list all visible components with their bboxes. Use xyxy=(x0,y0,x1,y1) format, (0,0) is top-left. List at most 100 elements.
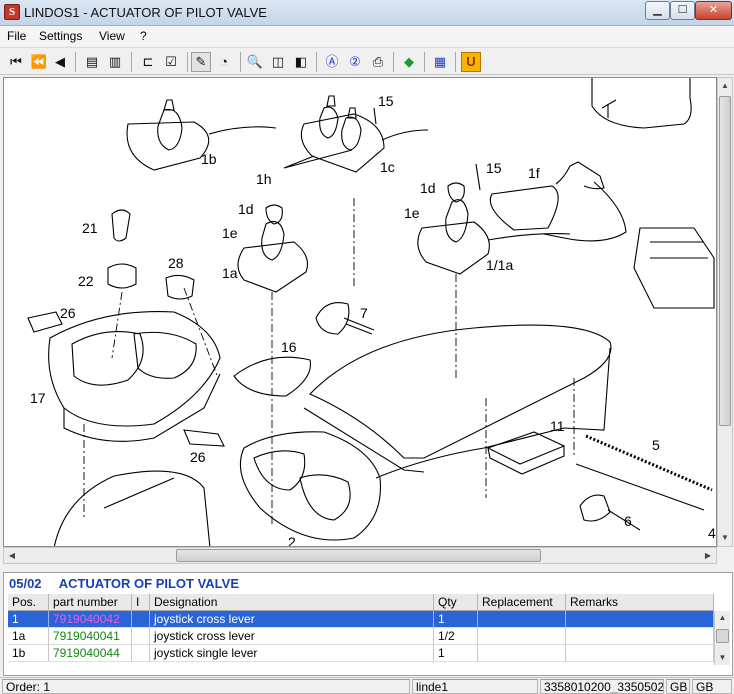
u-button[interactable]: U xyxy=(461,52,481,72)
callout-1b[interactable]: 1b xyxy=(201,151,217,167)
column-header-qty[interactable]: Qty xyxy=(434,594,478,611)
status-language-2: GB xyxy=(692,679,732,694)
callout-7[interactable]: 7 xyxy=(360,305,368,321)
cell-pos: 1 xyxy=(8,611,49,628)
minimize-button[interactable]: ▁ xyxy=(645,1,670,20)
callout-15b[interactable]: 15 xyxy=(486,160,502,176)
callout-11[interactable]: 11 xyxy=(550,418,565,434)
callout-4[interactable]: 4 xyxy=(708,525,716,541)
callout-1a[interactable]: 1a xyxy=(222,265,238,281)
callout-26-top[interactable]: 26 xyxy=(60,305,76,321)
checklist-button[interactable]: ☑ xyxy=(161,52,181,72)
column-header-replacement[interactable]: Replacement xyxy=(478,594,566,611)
exploded-drawing[interactable]: 15 1b 1c 1h 15 1f 1d 1d 1e 1e 21 1a 1/1a… xyxy=(3,77,717,547)
scroll-down-icon[interactable]: ▼ xyxy=(721,533,729,542)
pie-icon: ◔ xyxy=(220,54,228,69)
callout-26-bottom[interactable]: 26 xyxy=(190,449,206,465)
drawing-vertical-scrollbar[interactable]: ▲ ▼ xyxy=(717,77,733,547)
column-header-part-number[interactable]: part number xyxy=(49,594,132,611)
window-title: LINDOS1 - ACTUATOR OF PILOT VALVE xyxy=(24,5,267,20)
circle-2-button[interactable]: ② xyxy=(345,52,365,72)
callout-5[interactable]: 5 xyxy=(652,437,660,453)
toolbar-separator xyxy=(455,52,456,72)
scroll-right-icon[interactable]: ▶ xyxy=(704,551,712,560)
back-button[interactable]: ◀ xyxy=(50,52,70,72)
marker-button[interactable]: ✎ xyxy=(191,52,211,72)
title-bar[interactable]: S LINDOS1 - ACTUATOR OF PILOT VALVE ▁ ☐ … xyxy=(0,0,734,26)
menu-bar: File Settings View ? xyxy=(0,26,734,46)
zoom-button[interactable]: 🔍 xyxy=(245,52,265,72)
cell-remarks xyxy=(566,611,714,628)
toolbar-separator xyxy=(240,52,241,72)
full-page-button[interactable]: ◧ xyxy=(291,52,311,72)
toolbar-separator xyxy=(187,52,188,72)
callout-1d-right[interactable]: 1d xyxy=(420,180,436,196)
callout-2[interactable]: 2 xyxy=(288,534,296,547)
callout-1h[interactable]: 1h xyxy=(256,171,272,187)
maximize-icon: ☐ xyxy=(677,4,688,16)
callout-16[interactable]: 16 xyxy=(281,339,297,355)
app-logo-icon[interactable]: S xyxy=(4,4,20,20)
table-scroll-down-icon[interactable]: ▼ xyxy=(718,653,727,662)
cell-part-number[interactable]: 7919040044 xyxy=(49,645,132,662)
scroll-up-icon[interactable]: ▲ xyxy=(721,81,729,90)
callout-1d-left[interactable]: 1d xyxy=(238,201,254,217)
callout-1f[interactable]: 1f xyxy=(528,165,540,181)
circle-a-button[interactable]: Ⓐ xyxy=(322,52,342,72)
column-header-designation[interactable]: Designation xyxy=(150,594,434,611)
table-scroll-up-icon[interactable]: ▲ xyxy=(718,613,727,622)
cart-icon: ⊏ xyxy=(142,54,154,69)
checklist-icon: ☑ xyxy=(165,54,177,69)
table-vertical-scrollbar[interactable]: ▲ ▼ xyxy=(714,611,730,665)
book-button[interactable]: ◆ xyxy=(399,52,419,72)
callout-22[interactable]: 22 xyxy=(78,273,94,289)
cell-pos: 1a xyxy=(8,628,49,645)
callout-1-1a[interactable]: 1/1a xyxy=(486,257,513,273)
cell-qty: 1 xyxy=(434,645,478,662)
callout-17[interactable]: 17 xyxy=(30,390,46,406)
table-scroll-thumb[interactable] xyxy=(716,629,729,643)
cell-part-number[interactable]: 7919040042 xyxy=(49,611,132,628)
cell-part-number[interactable]: 7919040041 xyxy=(49,628,132,645)
column-header-pos[interactable]: Pos. xyxy=(8,594,49,611)
scroll-left-icon[interactable]: ◀ xyxy=(8,551,16,560)
fit-page-button[interactable]: ◫ xyxy=(268,52,288,72)
cell-remarks xyxy=(566,628,714,645)
callout-28[interactable]: 28 xyxy=(168,255,184,271)
drawing-horizontal-scrollbar[interactable]: ◀ ▶ xyxy=(3,547,717,564)
menu-help[interactable]: ? xyxy=(140,29,147,43)
callout-1e-right[interactable]: 1e xyxy=(404,205,420,221)
grid-button[interactable]: ▦ xyxy=(430,52,450,72)
status-bar: Order: 1 linde1 3358010200_3350502 GB GB xyxy=(0,677,734,694)
table-row[interactable]: 1a 7919040041 joystick cross lever 1/2 xyxy=(8,628,714,645)
first-button[interactable]: ⏮ xyxy=(6,52,26,72)
zoom-icon: 🔍 xyxy=(246,54,264,69)
fast-back-button[interactable]: ⏪ xyxy=(29,52,49,72)
menu-settings[interactable]: Settings xyxy=(39,29,83,43)
menu-view[interactable]: View xyxy=(99,29,125,43)
page-list-button[interactable]: ▤ xyxy=(82,52,102,72)
pie-button[interactable]: ◔ xyxy=(214,52,234,72)
table-row[interactable]: 1 7919040042 joystick cross lever 1 xyxy=(8,611,714,628)
vertical-scroll-thumb[interactable] xyxy=(719,96,731,426)
column-header-remarks[interactable]: Remarks xyxy=(566,594,714,611)
callout-15a[interactable]: 15 xyxy=(378,93,394,109)
callout-10[interactable]: 10 xyxy=(200,543,216,547)
column-header-i[interactable]: I xyxy=(132,594,150,611)
u-icon: U xyxy=(466,54,476,69)
horizontal-scroll-thumb[interactable] xyxy=(176,549,541,562)
callout-1c[interactable]: 1c xyxy=(380,159,395,175)
print-button[interactable]: ⎙ xyxy=(368,52,388,72)
callout-21[interactable]: 21 xyxy=(82,220,98,236)
close-button[interactable]: ✕ xyxy=(695,1,732,20)
section-title: ACTUATOR OF PILOT VALVE xyxy=(58,576,239,591)
callout-1e-left[interactable]: 1e xyxy=(222,225,238,241)
table-row[interactable]: 1b 7919040044 joystick single lever 1 xyxy=(8,645,714,662)
callout-6[interactable]: 6 xyxy=(624,513,632,529)
page-list-alt-button[interactable]: ▥ xyxy=(105,52,125,72)
back-icon: ◀ xyxy=(55,54,65,69)
maximize-button[interactable]: ☐ xyxy=(670,1,695,20)
menu-file[interactable]: File xyxy=(7,29,27,43)
cart-button[interactable]: ⊏ xyxy=(138,52,158,72)
